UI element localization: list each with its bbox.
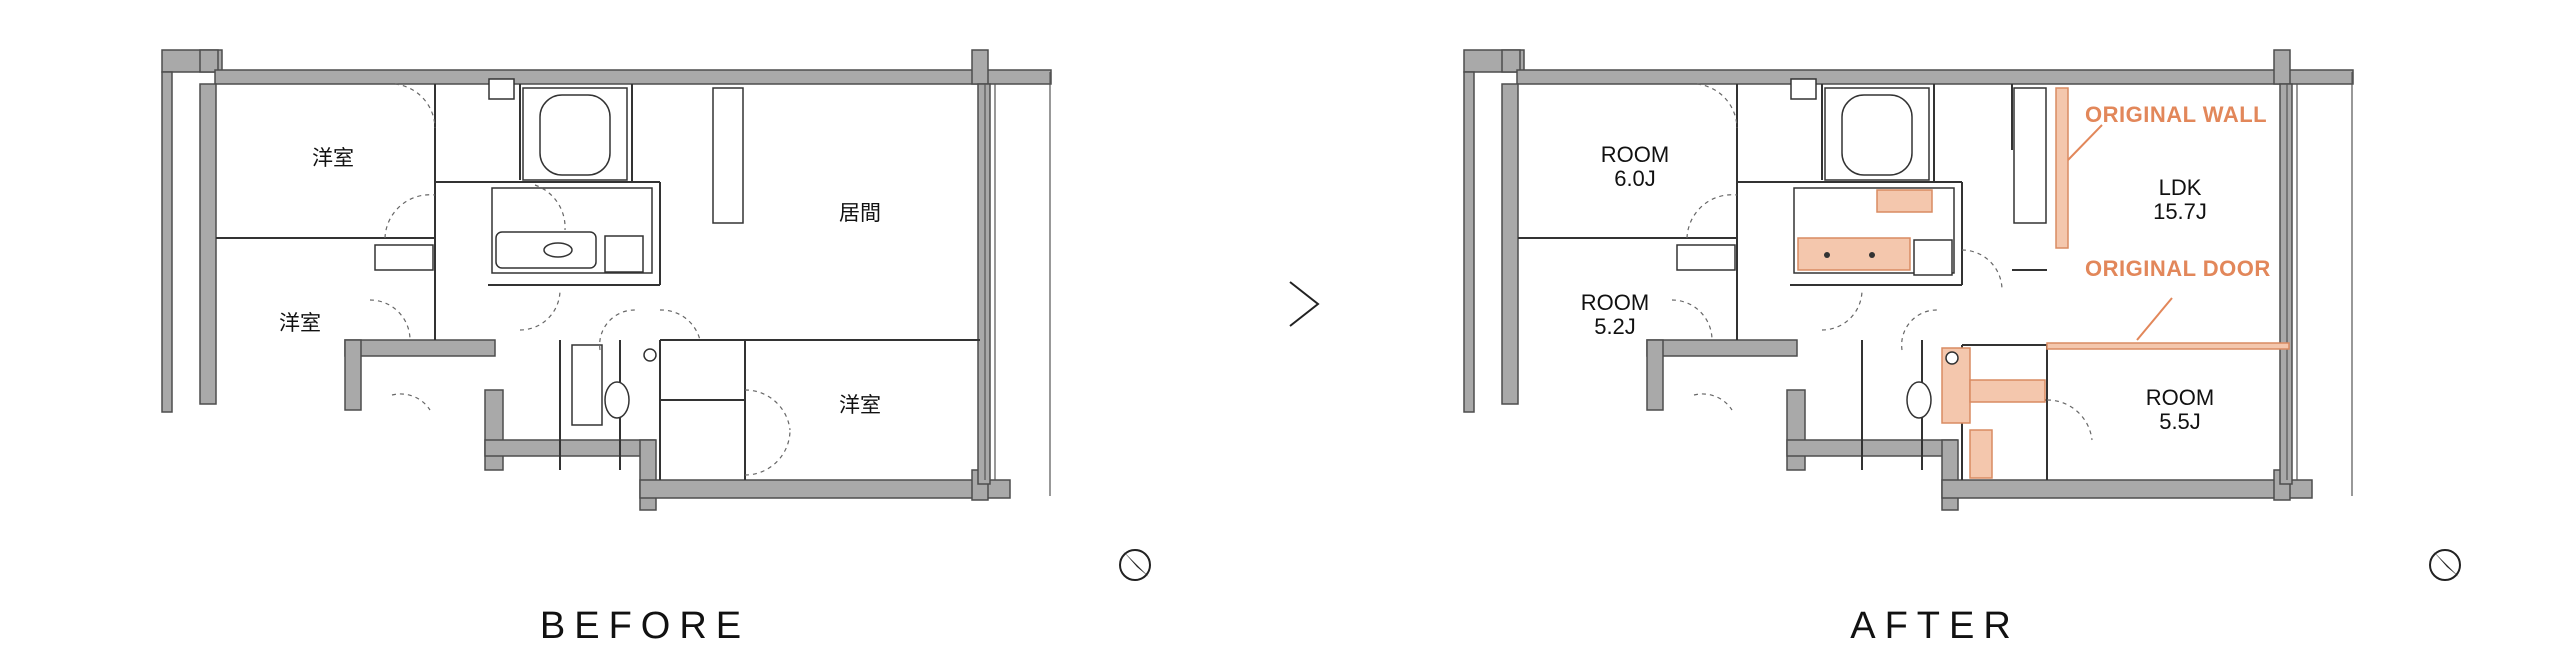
original-door-leader <box>2136 297 2173 341</box>
room-a-size: 6.0J <box>1614 166 1656 191</box>
door-swing <box>1901 309 1938 351</box>
wall <box>484 439 656 457</box>
new-storage <box>1969 379 2046 403</box>
door-swing <box>394 83 436 129</box>
new-storage <box>1876 189 1933 213</box>
wall <box>199 83 217 405</box>
wall-bottom <box>1941 479 2313 499</box>
door-swing <box>519 289 561 331</box>
after-caption: AFTER <box>1850 605 2020 647</box>
door-swing <box>744 389 791 431</box>
washing-machine <box>1913 239 1953 276</box>
new-vanity <box>1797 237 1911 271</box>
wall <box>639 439 657 511</box>
original-wall-leader <box>2067 124 2103 161</box>
wall <box>2273 49 2291 85</box>
door-swing <box>1961 249 2003 291</box>
vent <box>1790 78 1817 100</box>
sink <box>543 242 573 258</box>
wall-left <box>1463 71 1475 413</box>
kitchen-counter <box>2013 87 2047 224</box>
door-swing <box>1821 289 1863 331</box>
wall <box>1786 439 1958 457</box>
door-swing <box>1693 393 1733 411</box>
closet <box>374 244 434 271</box>
toilet <box>604 381 630 419</box>
wall <box>1501 49 1521 73</box>
door-swing <box>744 429 791 476</box>
door-swing <box>1671 299 1713 341</box>
room-b-name: ROOM <box>1581 290 1649 315</box>
bathtub <box>1841 94 1913 176</box>
sink <box>1869 252 1875 258</box>
wall-right <box>2279 83 2293 485</box>
original-door-label: ORIGINAL DOOR <box>2085 256 2271 281</box>
room-label-western-bottom: 洋室 <box>279 312 321 335</box>
original-wall-marker <box>2055 87 2069 249</box>
room-label-western-top: 洋室 <box>312 147 354 170</box>
closet <box>1676 244 1736 271</box>
original-wall-label: ORIGINAL WALL <box>2085 102 2267 127</box>
ldk-size: 15.7J <box>2153 199 2207 224</box>
door-swing <box>1686 194 1738 239</box>
wall-top <box>1516 69 2354 85</box>
wall <box>344 339 362 411</box>
wall <box>344 339 496 357</box>
washing-machine <box>604 235 644 273</box>
door-swing <box>659 309 701 341</box>
north-arrow-icon <box>1119 549 1151 581</box>
door-swing <box>534 184 566 231</box>
wall <box>971 49 989 85</box>
ldk-name: LDK <box>2159 175 2202 200</box>
sink-small <box>643 348 657 362</box>
new-storage <box>1969 429 1993 479</box>
toilet-room <box>571 344 603 426</box>
wall <box>1501 83 1519 405</box>
room-label-living: 居間 <box>839 202 881 225</box>
wall <box>1786 389 1806 471</box>
north-arrow-icon <box>2429 549 2461 581</box>
sink <box>1824 252 1830 258</box>
wall-top <box>214 69 1052 85</box>
room-c-name: ROOM <box>2146 385 2214 410</box>
door-swing <box>599 309 636 351</box>
door-swing <box>2046 399 2093 441</box>
wall-left <box>161 71 173 413</box>
before-floor-plan: 洋室 洋室 居間 洋室 BEFORE <box>161 49 1151 647</box>
room-a-name: ROOM <box>1601 142 1669 167</box>
door-swing <box>391 393 431 411</box>
before-caption: BEFORE <box>540 605 750 647</box>
door-swing <box>384 194 436 239</box>
original-door-marker <box>2046 342 2290 350</box>
bathtub <box>539 94 611 176</box>
wall <box>484 389 504 471</box>
water-heater <box>1945 351 1959 365</box>
door-swing <box>369 299 411 341</box>
toilet <box>1906 381 1932 419</box>
wall <box>1646 339 1798 357</box>
after-floor-plan: ROOM 6.0J ROOM 5.2J LDK 15.7J ROOM 5.5J … <box>1463 49 2461 647</box>
chevron-right-icon <box>1289 281 1320 327</box>
kitchen-counter <box>712 87 744 224</box>
wall-bottom <box>639 479 1011 499</box>
vent <box>488 78 515 100</box>
wall <box>199 49 219 73</box>
wall <box>1646 339 1664 411</box>
room-b-size: 5.2J <box>1594 314 1636 339</box>
wall <box>1941 439 1959 511</box>
door-swing <box>1696 83 1738 129</box>
room-c-size: 5.5J <box>2159 409 2201 434</box>
wall-right <box>977 83 991 485</box>
room-label-western-right: 洋室 <box>839 394 881 417</box>
